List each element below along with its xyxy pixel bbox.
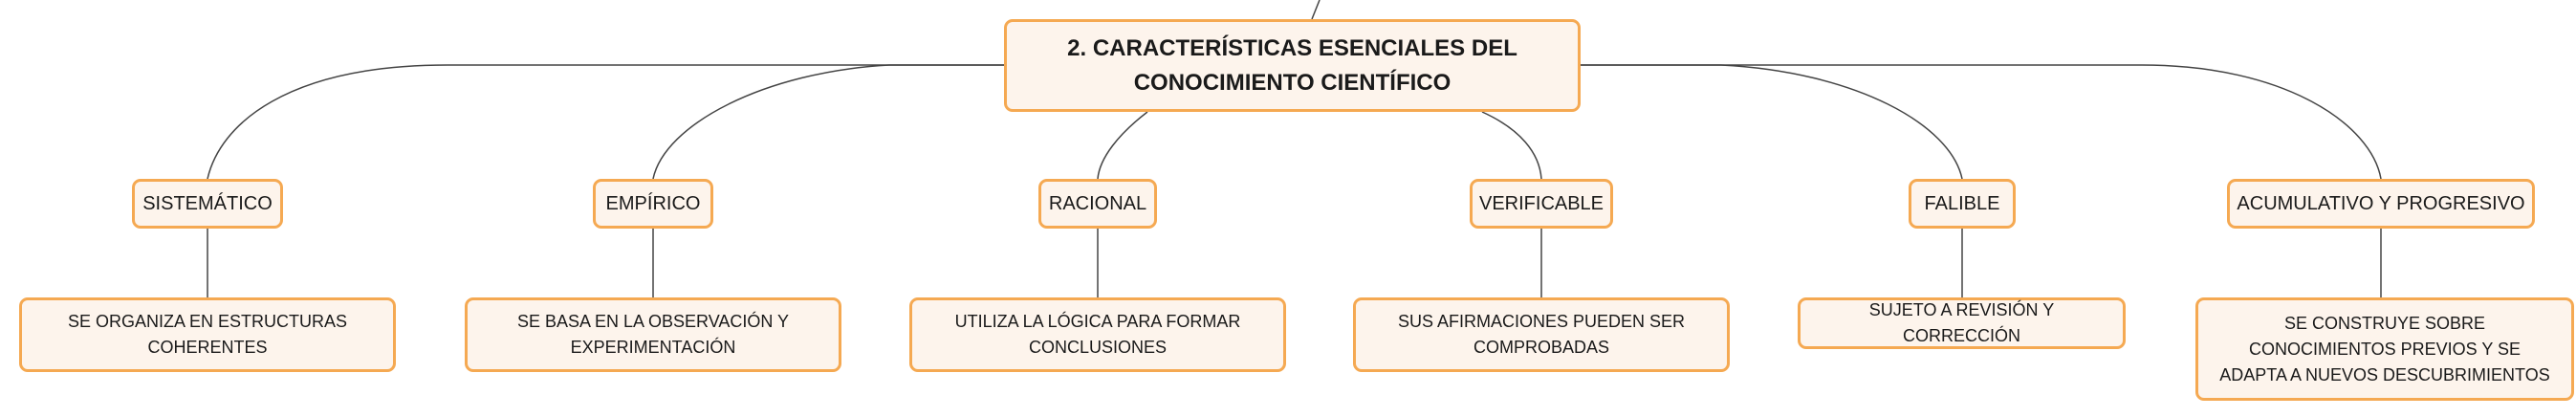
subtopic-label: SUS AFIRMACIONES PUEDEN SER COMPROBADAS [1397,312,1686,357]
subtopic-empirico[interactable]: SE BASA EN LA OBSERVACIÓN Y EXPERIMENTAC… [465,297,841,372]
topic-empirico[interactable]: EMPÍRICO [593,179,713,229]
connector-root-verificable [1481,111,1542,180]
topic-sistematico[interactable]: SISTEMÁTICO [132,179,283,229]
topic-verificable[interactable]: VERIFICABLE [1470,179,1613,229]
connector-parent [1311,0,1321,20]
root-topic-label: 2. CARACTERÍSTICAS ESENCIALES DEL CONOCI… [1067,34,1517,96]
connector-root-empirico [652,64,1004,180]
topic-label: SISTEMÁTICO [142,192,273,214]
subtopic-verificable[interactable]: SUS AFIRMACIONES PUEDEN SER COMPROBADAS [1353,297,1730,372]
subtopic-acumulativo-progresivo[interactable]: SE CONSTRUYE SOBRE CONOCIMIENTOS PREVIOS… [2195,297,2574,401]
topic-label: FALIBLE [1924,192,2000,214]
connector-root-acumulativo [1581,64,2382,180]
connector-root-racional [1097,111,1148,180]
subtopic-label: UTILIZA LA LÓGICA PARA FORMAR CONCLUSION… [954,312,1241,357]
topic-label: ACUMULATIVO Y PROGRESIVO [2237,192,2525,214]
connector-root-falible [1581,64,1963,180]
subtopic-label: SUJETO A REVISIÓN Y CORRECCIÓN [1868,300,2055,345]
topic-label: VERIFICABLE [1478,192,1605,214]
topic-racional[interactable]: RACIONAL [1038,179,1157,229]
topic-acumulativo-progresivo[interactable]: ACUMULATIVO Y PROGRESIVO [2227,179,2535,229]
topic-falible[interactable]: FALIBLE [1909,179,2016,229]
subtopic-racional[interactable]: UTILIZA LA LÓGICA PARA FORMAR CONCLUSION… [909,297,1286,372]
connector-root-sistematico [207,64,1004,180]
subtopic-falible[interactable]: SUJETO A REVISIÓN Y CORRECCIÓN [1798,297,2126,349]
subtopic-sistematico[interactable]: SE ORGANIZA EN ESTRUCTURAS COHERENTES [19,297,396,372]
topic-label: EMPÍRICO [605,192,701,214]
subtopic-label: SE BASA EN LA OBSERVACIÓN Y EXPERIMENTAC… [516,312,790,357]
subtopic-label: SE ORGANIZA EN ESTRUCTURAS COHERENTES [67,312,348,357]
subtopic-label: SE CONSTRUYE SOBRE CONOCIMIENTOS PREVIOS… [2219,313,2550,384]
root-topic[interactable]: 2. CARACTERÍSTICAS ESENCIALES DEL CONOCI… [1004,19,1581,112]
topic-label: RACIONAL [1048,192,1147,214]
